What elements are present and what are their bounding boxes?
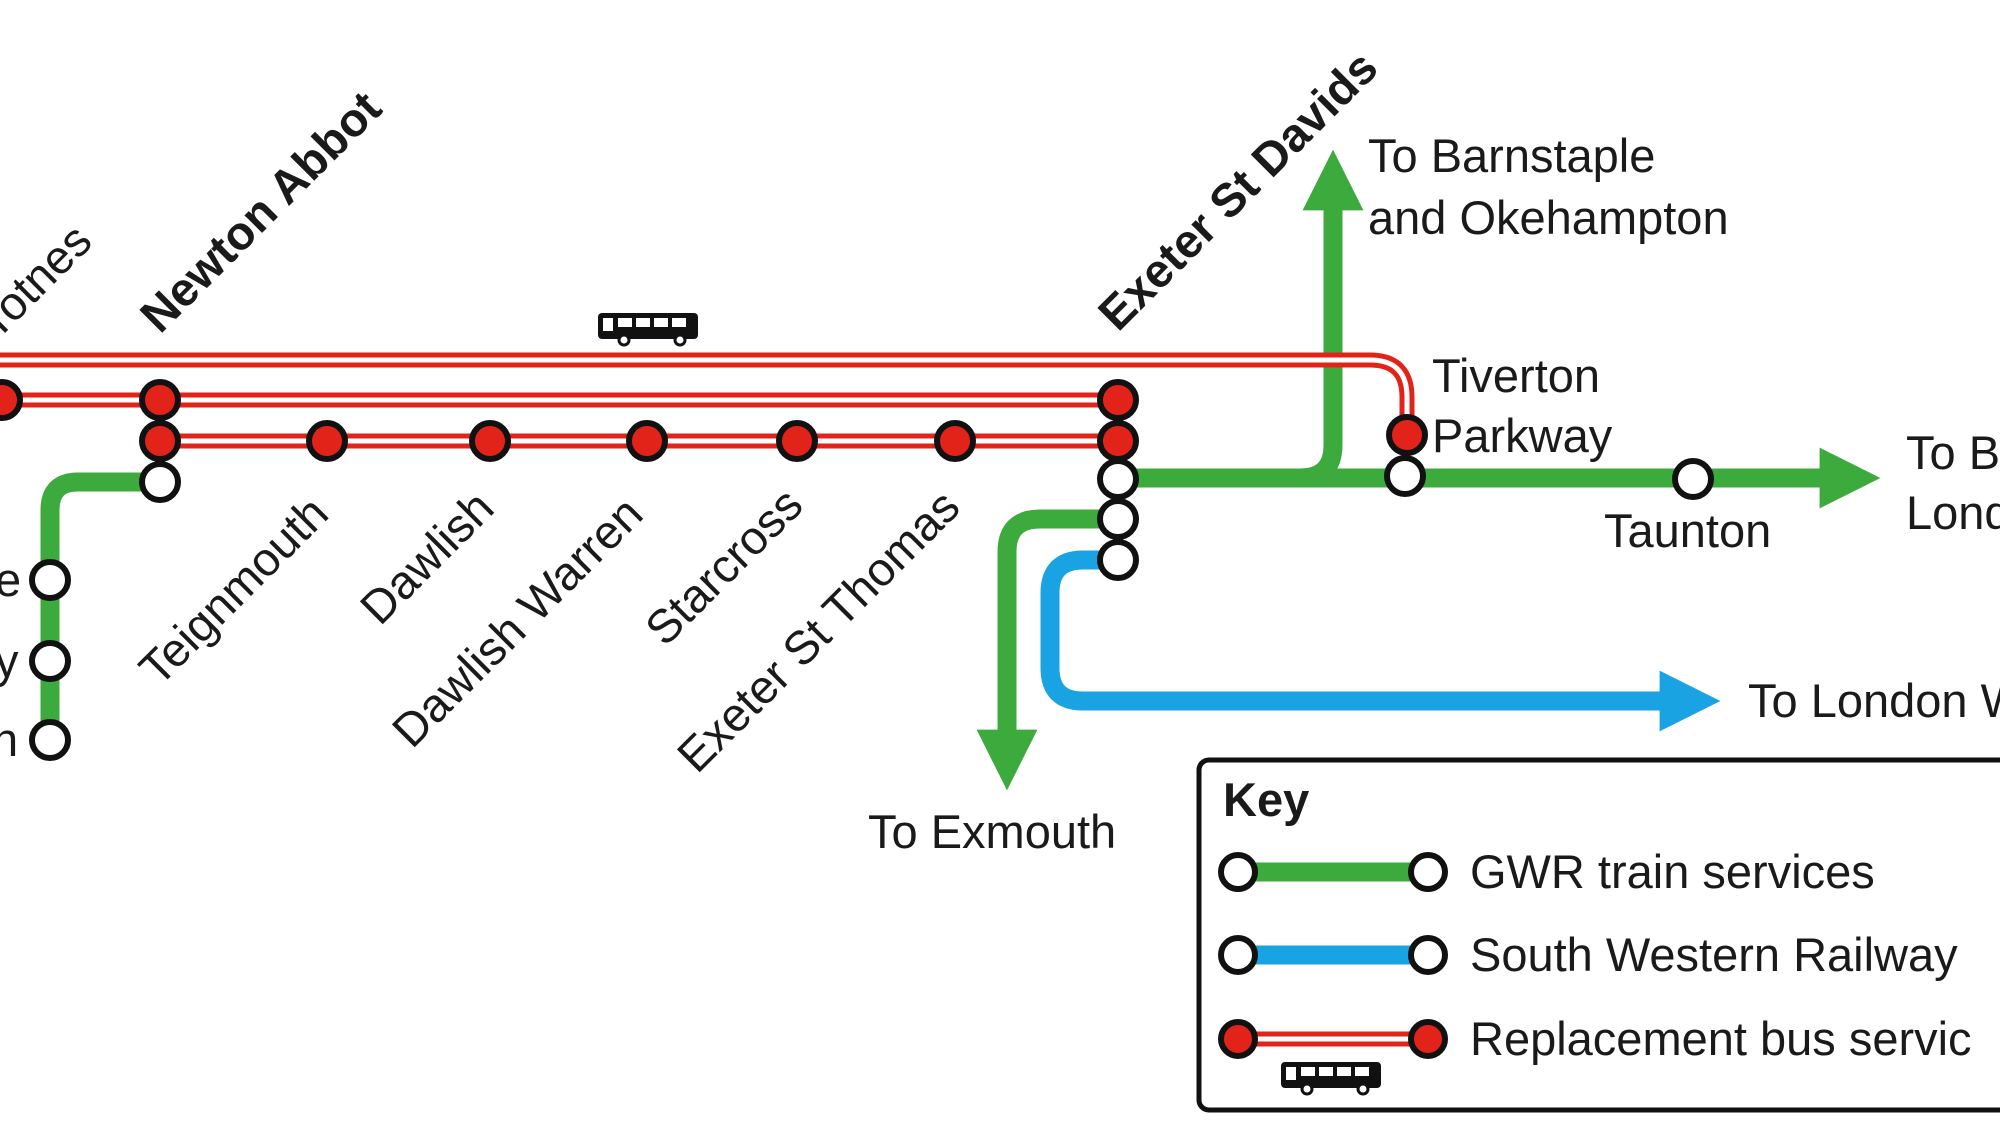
stop-exeter-st-davids-swr [1097, 539, 1139, 581]
gwr-lines [40, 149, 1881, 791]
stop-left-1 [29, 559, 71, 601]
map-key: Key GWR train services South Western Rai… [1196, 757, 2000, 1113]
bus-lines [0, 352, 1415, 449]
stop-dawlish-warren [626, 420, 668, 462]
stop-exeter-st-davids-exmouth [1097, 498, 1139, 540]
stop-tiverton-parkway-train [1384, 455, 1426, 497]
stop-dawlish [469, 420, 511, 462]
key-item-gwr: GWR train services [1218, 845, 1875, 898]
station-label-teignmouth: Teignmouth [129, 486, 338, 695]
key-box [1196, 757, 2000, 1113]
station-label-cut-left-1: e [0, 553, 21, 606]
station-label-cut-left-3: n [0, 713, 18, 766]
key-label-swr: South Western Railway [1470, 928, 1958, 981]
stop-newton-abbot-bus-2 [139, 420, 181, 462]
station-label-cut-left-2: y [0, 634, 19, 687]
stop-left-2 [29, 640, 71, 682]
stop-newton-abbot-bus-1 [139, 379, 181, 421]
stop-totnes [0, 379, 23, 421]
key-label-gwr: GWR train services [1470, 845, 1875, 898]
destination-exmouth: To Exmouth [868, 805, 1116, 858]
stop-exeter-st-thomas [934, 420, 976, 462]
key-item-swr: South Western Railway [1218, 928, 1958, 981]
stop-exeter-st-davids-bus-2 [1097, 420, 1139, 462]
stop-taunton [1672, 458, 1714, 500]
swr-line-london-waterloo [1040, 550, 1721, 732]
stop-teignmouth [306, 420, 348, 462]
station-label-newton-abbot: Newton Abbot [130, 80, 392, 342]
stop-exeter-st-davids-bus-1 [1097, 379, 1139, 421]
key-title: Key [1223, 773, 1309, 826]
station-label-tiverton-2: Parkway [1432, 409, 1613, 462]
stops [0, 379, 1714, 761]
station-label-totnes: Totnes [0, 213, 101, 348]
destination-barnstaple-1: To Barnstaple [1368, 129, 1655, 182]
gwr-line-exmouth [976, 509, 1118, 791]
destination-bristol-1: To B [1906, 426, 2000, 479]
destination-bristol-2: Lond [1906, 486, 2000, 539]
stop-left-3 [29, 719, 71, 761]
station-label-dawlish: Dawlish [350, 480, 504, 634]
stop-starcross [776, 420, 818, 462]
gwr-line-paignton-branch [40, 472, 160, 745]
swr-lines [1040, 550, 1721, 732]
station-label-exeter-st-thomas: Exeter St Thomas [667, 479, 970, 782]
destination-london-waterloo: To London W [1748, 674, 2000, 727]
station-label-tiverton-1: Tiverton [1432, 349, 1600, 402]
key-label-bus: Replacement bus servic [1470, 1012, 1972, 1065]
stop-exeter-st-davids-gwr [1097, 458, 1139, 500]
bus-icon [596, 311, 700, 347]
station-label-taunton: Taunton [1604, 504, 1771, 557]
stop-newton-abbot-train [139, 461, 181, 503]
destination-labels: To Barnstaple and Okehampton To B Lond T… [868, 129, 2000, 858]
stop-tiverton-parkway-bus [1386, 414, 1428, 456]
key-item-bus: Replacement bus servic [1218, 1012, 1972, 1096]
gwr-line-barnstaple [1299, 149, 1364, 488]
destination-barnstaple-2: and Okehampton [1368, 191, 1729, 244]
